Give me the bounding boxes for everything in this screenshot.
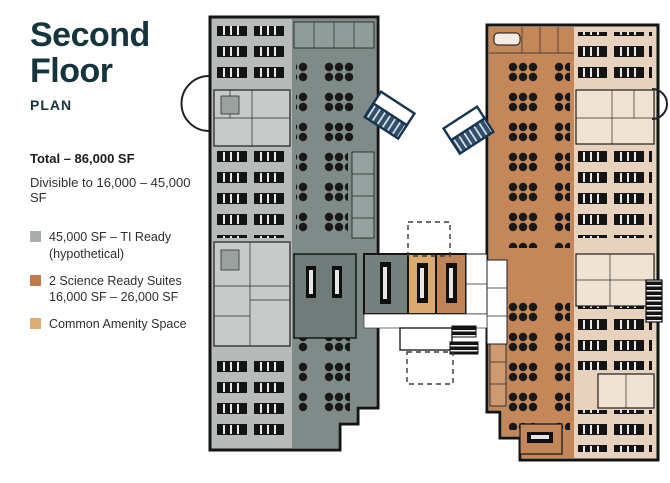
page-title-line2: Floor: [30, 51, 113, 90]
stats-block: Total – 86,000 SF Divisible to 16,000 – …: [30, 151, 210, 205]
legend-item-label: 45,000 SF – TI Ready (hypothetical): [49, 229, 171, 262]
science-suites-swatch-icon: [30, 274, 41, 286]
conference-table: [493, 32, 521, 46]
legend-label-line: (hypothetical): [49, 246, 125, 261]
west-balcony-arc: [180, 75, 210, 132]
canopy-outline-north: [407, 221, 451, 257]
page-title: Second Floor: [30, 16, 210, 90]
link-room: [399, 327, 453, 351]
suite-conference-room: [519, 423, 563, 455]
legend-label-line: 45,000 SF – TI Ready: [49, 230, 172, 245]
ti-ready-swatch-icon: [30, 231, 41, 243]
suite-lab-support-lower: [597, 373, 655, 409]
lab-support-core-upper: [213, 89, 291, 147]
west-stair-tower: [362, 90, 417, 141]
common-amenity-connector: [363, 221, 488, 385]
legend-label-line: Common Amenity Space: [49, 317, 187, 332]
ti-meeting-rooms: [293, 253, 357, 339]
legend-item-common-amenity: Common Amenity Space: [30, 316, 210, 332]
legend-item-ti-ready: 45,000 SF – TI Ready (hypothetical): [30, 229, 210, 262]
canopy-outline-south: [406, 351, 454, 385]
legend-label-line: 2 Science Ready Suites: [49, 273, 182, 288]
total-sf-label: Total – 86,000 SF: [30, 151, 135, 167]
lab-support-core-lower: [213, 241, 291, 347]
legend-item-science-suites: 2 Science Ready Suites 16,000 SF – 26,00…: [30, 273, 210, 306]
ti-ready-wing: [180, 15, 380, 452]
connector-stair-lower: [449, 341, 479, 355]
east-exterior-stair: [645, 279, 663, 323]
east-balcony-arc: [651, 88, 668, 120]
suite-lab-support-mid: [575, 253, 655, 307]
suite-lab-support-upper: [575, 89, 655, 145]
page-subtitle: PLAN: [30, 97, 73, 114]
page-title-line1: Second: [30, 16, 150, 54]
east-stair-tower: [441, 105, 496, 156]
science-suites-wing: [485, 23, 668, 462]
common-amenity-swatch-icon: [30, 318, 41, 330]
divisible-sf-label: Divisible to 16,000 – 45,000 SF: [30, 175, 191, 206]
legend-item-label: 2 Science Ready Suites 16,000 SF – 26,00…: [49, 273, 182, 306]
legend-label-line: 16,000 SF – 26,000 SF: [49, 290, 179, 305]
connector-stair-upper: [451, 325, 477, 338]
info-panel: Second Floor PLAN Total – 86,000 SF Divi…: [30, 16, 210, 344]
legend-item-label: Common Amenity Space: [49, 316, 187, 332]
legend: 45,000 SF – TI Ready (hypothetical) 2 Sc…: [30, 229, 210, 332]
